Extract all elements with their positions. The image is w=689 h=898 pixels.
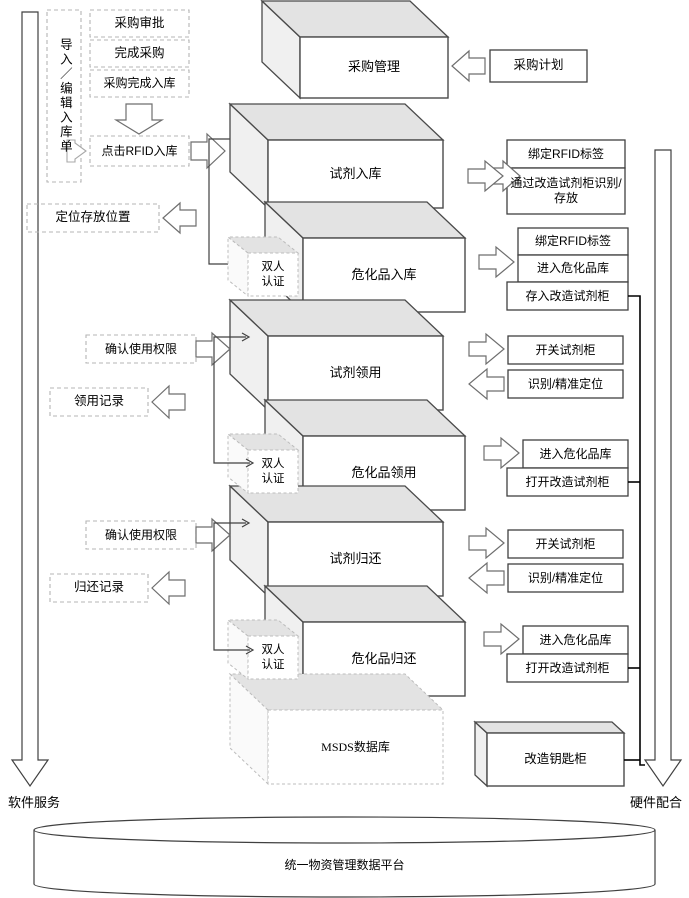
down-block-arrow xyxy=(113,103,165,135)
right-group-reagent-instock xyxy=(486,139,626,215)
purchase-plan-group xyxy=(451,49,588,83)
box3d-key-cabinet xyxy=(473,720,626,788)
right-group-hazmat-checkout xyxy=(506,439,629,497)
box3d-reagent-return xyxy=(228,484,445,598)
right-group-reagent-return xyxy=(507,529,624,593)
hardware-support-arrow xyxy=(643,149,683,788)
left-note-boxes xyxy=(49,334,197,603)
box3d-reagent-instock xyxy=(228,102,445,210)
import-edit-container xyxy=(46,9,82,183)
hardware-connector-lines xyxy=(624,295,645,766)
left-note-arrows xyxy=(151,331,231,606)
right-block-arrows xyxy=(467,159,520,656)
software-service-arrow xyxy=(10,11,50,788)
box3d-reagent-checkout xyxy=(228,298,445,412)
box3d-msds-database xyxy=(228,672,445,786)
box3d-dual-auth-1 xyxy=(226,235,300,298)
right-group-hazmat-return xyxy=(506,625,629,683)
checkout-branch-lines xyxy=(213,332,255,468)
locate-position-arrow xyxy=(162,201,197,235)
return-branch-lines xyxy=(213,518,255,655)
right-group-reagent-checkout xyxy=(507,335,624,399)
rfid-to-process-arrow xyxy=(190,132,226,170)
unified-data-platform xyxy=(33,816,656,898)
enter-rfid-arrow xyxy=(66,139,87,163)
left-step-boxes xyxy=(26,9,190,233)
box3d-purchase-management xyxy=(260,0,450,100)
right-group-hazmat-instock xyxy=(506,227,629,311)
